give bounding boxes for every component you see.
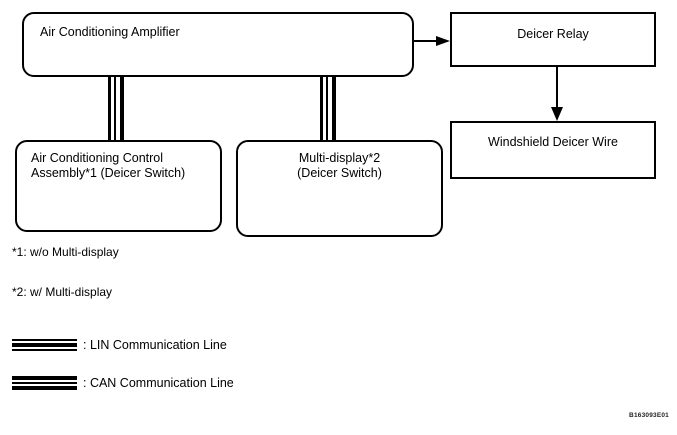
legend-stroke: [12, 349, 77, 351]
box-multi-display: Multi-display*2 (Deicer Switch): [236, 140, 443, 237]
box-air-conditioning-control-assembly-label: Air Conditioning Control Assembly*1 (Dei…: [31, 151, 186, 180]
bus-stroke: [114, 76, 116, 142]
connector-lin-communication-line-left: [108, 76, 125, 142]
arrow-head-icon: [436, 36, 450, 46]
bus-stroke: [120, 76, 124, 142]
legend-row-can: : CAN Communication Line: [12, 372, 234, 394]
connector-can-communication-line-right: [320, 76, 337, 142]
legend-stroke: [12, 382, 77, 384]
arrow-deicer-relay-to-windshield-deicer-wire: [551, 67, 564, 121]
arrow-head-icon: [551, 107, 563, 121]
legend-row-lin: : LIN Communication Line: [12, 334, 227, 356]
legend-stroke: [12, 386, 77, 390]
box-air-conditioning-amplifier-label: Air Conditioning Amplifier: [40, 25, 180, 39]
box-windshield-deicer-wire: Windshield Deicer Wire: [450, 121, 656, 179]
box-deicer-relay-label: Deicer Relay: [517, 27, 589, 41]
legend-label-lin: : LIN Communication Line: [83, 338, 227, 352]
footnote-2: *2: w/ Multi-display: [12, 285, 113, 299]
arrow-shaft: [414, 40, 440, 42]
bus-stroke: [332, 76, 336, 142]
arrow-shaft: [556, 67, 558, 111]
box-multi-display-label: Multi-display*2 (Deicer Switch): [297, 151, 382, 180]
box-deicer-relay: Deicer Relay: [450, 12, 656, 67]
arrow-amplifier-to-deicer-relay: [414, 36, 450, 47]
box-air-conditioning-amplifier: Air Conditioning Amplifier: [22, 12, 414, 77]
footnote-1: *1: w/o Multi-display: [12, 245, 119, 259]
legend-label-can: : CAN Communication Line: [83, 376, 234, 390]
can-line-symbol-icon: [12, 376, 77, 390]
bus-stroke: [320, 76, 323, 142]
bus-stroke: [326, 76, 328, 142]
figure-code: B163093E01: [629, 412, 669, 419]
legend-stroke: [12, 376, 77, 380]
bus-stroke: [108, 76, 111, 142]
box-windshield-deicer-wire-label: Windshield Deicer Wire: [488, 135, 618, 149]
legend-stroke: [12, 339, 77, 341]
lin-line-symbol-icon: [12, 338, 77, 352]
legend-stroke: [12, 343, 77, 347]
box-air-conditioning-control-assembly: Air Conditioning Control Assembly*1 (Dei…: [15, 140, 222, 232]
